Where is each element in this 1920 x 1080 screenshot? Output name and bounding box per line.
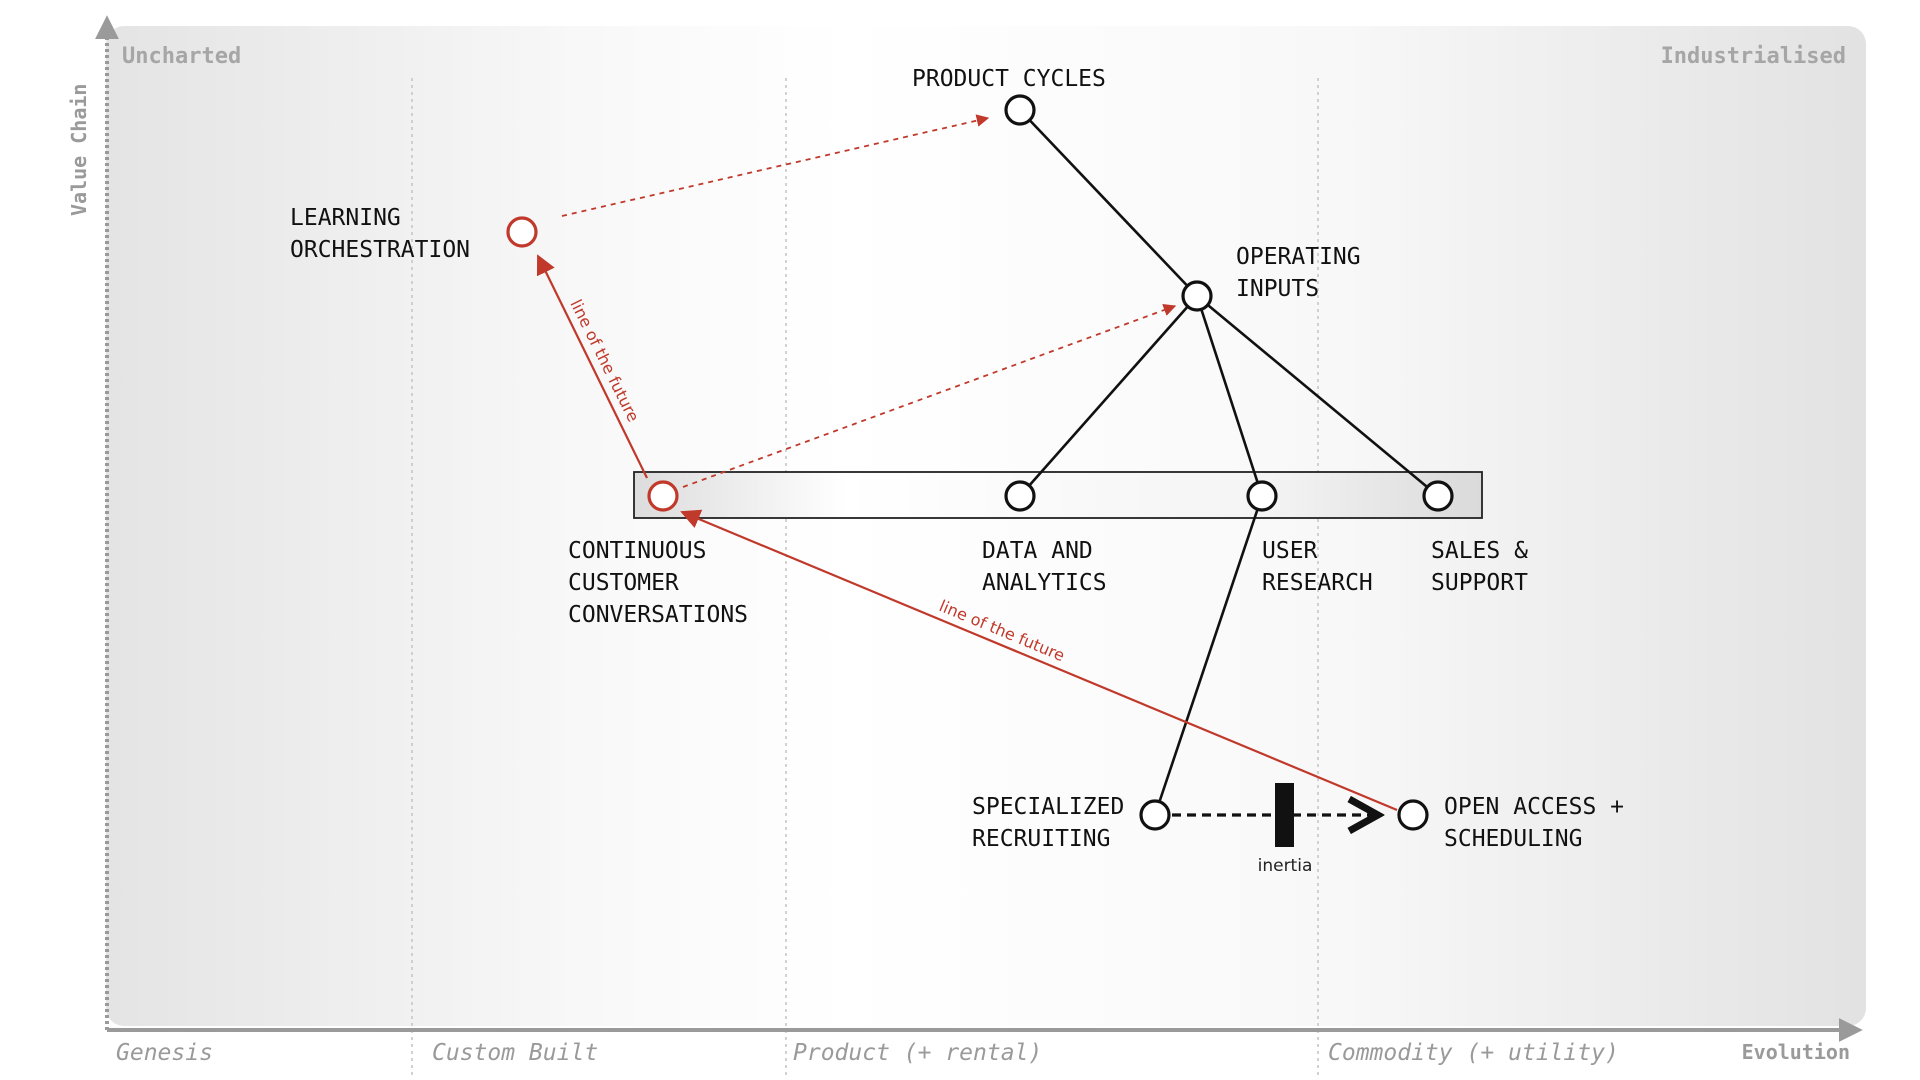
label-product-cycles: PRODUCT CYCLES <box>912 66 1106 92</box>
component-continuous-customer-conversations[interactable]: CONTINUOUS CUSTOMER CONVERSATIONS <box>568 480 748 628</box>
label-operating-inputs: OPERATING INPUTS <box>1236 244 1374 302</box>
label-continuous-customer-conversations: CONTINUOUS CUSTOMER CONVERSATIONS <box>568 538 748 628</box>
component-user-research[interactable]: USER RESEARCH <box>1246 480 1373 596</box>
node-open-access-scheduling[interactable] <box>1397 799 1429 831</box>
inertia-bar <box>1275 783 1294 847</box>
node-operating-inputs[interactable] <box>1181 280 1213 312</box>
evolve-arrow-learning-to-product-cycles <box>561 114 990 217</box>
component-product-cycles[interactable]: PRODUCT CYCLES <box>912 66 1106 126</box>
node-data-and-analytics[interactable] <box>1004 480 1036 512</box>
evolve-arrow-conversations-to-operating <box>682 304 1177 488</box>
link-user-research-specialized-recruiting <box>1153 495 1264 816</box>
node-learning-orchestration[interactable] <box>506 216 538 248</box>
future-line-conversations-to-learning <box>536 254 648 479</box>
node-user-research[interactable] <box>1246 480 1278 512</box>
component-open-access-scheduling[interactable]: OPEN ACCESS + SCHEDULING <box>1397 794 1638 852</box>
component-specialized-recruiting[interactable]: SPECIALIZED RECRUITING <box>972 794 1171 852</box>
y-axis-label: Value Chain <box>67 84 91 216</box>
link-operating-inputs-data-analytics <box>1019 295 1198 497</box>
label-specialized-recruiting: SPECIALIZED RECRUITING <box>972 794 1138 852</box>
label-user-research: USER RESEARCH <box>1262 538 1373 596</box>
link-operating-inputs-user-research <box>1195 295 1264 497</box>
label-data-and-analytics: DATA AND ANALYTICS <box>982 538 1107 596</box>
corner-label-industrialised: Industrialised <box>1661 44 1846 69</box>
dependency-links <box>1019 109 1439 816</box>
label-sales-and-support: SALES & SUPPORT <box>1431 538 1542 596</box>
x-axis-label: Evolution <box>1742 1040 1850 1064</box>
map-background <box>106 26 1866 1026</box>
node-specialized-recruiting[interactable] <box>1139 799 1171 831</box>
stage-label-commodity: Commodity (+ utility) <box>1328 1040 1619 1066</box>
node-continuous-customer-conversations[interactable] <box>647 480 679 512</box>
stage-label-custom-built: Custom Built <box>432 1040 598 1066</box>
node-sales-and-support[interactable] <box>1422 480 1454 512</box>
label-open-access-scheduling: OPEN ACCESS + SCHEDULING <box>1444 794 1638 852</box>
stage-label-genesis: Genesis <box>116 1040 213 1066</box>
node-product-cycles[interactable] <box>1004 94 1036 126</box>
component-learning-orchestration[interactable]: LEARNING ORCHESTRATION <box>290 205 538 263</box>
component-data-and-analytics[interactable]: DATA AND ANALYTICS <box>982 480 1107 596</box>
component-operating-inputs[interactable]: OPERATING INPUTS <box>1181 244 1374 312</box>
corner-label-uncharted: Uncharted <box>122 44 241 69</box>
stage-label-product: Product (+ rental) <box>793 1040 1042 1066</box>
label-learning-orchestration: LEARNING ORCHESTRATION <box>290 205 470 263</box>
inertia-label: inertia <box>1258 856 1313 876</box>
component-sales-and-support[interactable]: SALES & SUPPORT <box>1422 480 1542 596</box>
link-operating-inputs-sales-support <box>1196 294 1439 498</box>
link-product-cycles-operating-inputs <box>1019 109 1198 297</box>
future-line-open-access-to-conversations <box>680 509 1398 812</box>
component-group-band <box>633 471 1483 519</box>
